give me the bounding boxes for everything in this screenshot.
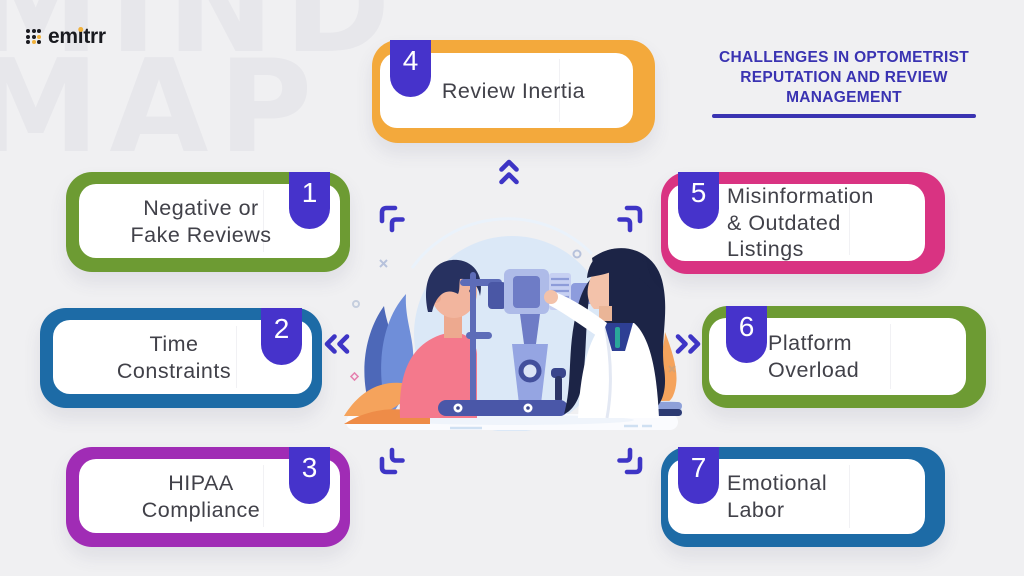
- node-label: Time Constraints: [116, 332, 232, 383]
- node-negative-or-fake-reviews: 1 Negative or Fake Reviews: [66, 172, 350, 272]
- node-label: Platform Overload: [768, 331, 860, 382]
- chevron-right-icon: [675, 329, 701, 359]
- node-number: 3: [301, 452, 318, 483]
- node-number-badge: 2: [261, 308, 302, 365]
- emitrr-logo-icon: [26, 29, 41, 44]
- node-number-badge: 1: [289, 172, 330, 229]
- node-number-badge: 7: [678, 447, 719, 504]
- node-emotional-labor: 7 Emotional Labor: [661, 447, 945, 547]
- title-line2: REPUTATION AND REVIEW: [740, 68, 948, 86]
- node-number: 1: [301, 177, 318, 208]
- node-number-badge: 6: [726, 306, 767, 363]
- node-label: Misinformation & Outdated Listings: [727, 184, 874, 262]
- logo-i-dot: [77, 26, 84, 32]
- node-number: 4: [402, 45, 419, 76]
- node-label: Emotional Labor: [727, 471, 828, 522]
- node-number: 5: [690, 177, 707, 208]
- node-label: Review Inertia: [441, 79, 586, 104]
- corner-arrow-down-right-icon: [614, 446, 644, 476]
- node-time-constraints: 2 Time Constraints: [40, 308, 322, 408]
- optometrist-illustration: [342, 216, 682, 436]
- mindmap-watermark: MIND MAP: [0, 0, 400, 182]
- node-label: HIPAA Compliance: [141, 471, 261, 522]
- corner-arrow-down-left-icon: [378, 446, 408, 476]
- watermark-line2: MAP: [0, 32, 323, 182]
- node-label: Negative or Fake Reviews: [130, 196, 272, 247]
- node-number: 2: [273, 313, 290, 344]
- node-number: 7: [690, 452, 707, 483]
- title-line3: MANAGEMENT: [786, 88, 902, 106]
- node-platform-overload: 6 Platform Overload: [702, 306, 986, 408]
- node-misinformation-outdated-listings: 5 Misinformation & Outdated Listings: [661, 172, 945, 274]
- corner-arrow-up-left-icon: [378, 204, 408, 234]
- node-number: 6: [738, 311, 755, 342]
- page-title: CHALLENGES IN OPTOMETRIST REPUTATION AND…: [698, 48, 990, 118]
- chevron-up-icon: [497, 157, 521, 187]
- corner-arrow-up-right-icon: [614, 204, 644, 234]
- chevron-left-icon: [324, 329, 350, 359]
- title-line1: CHALLENGES IN OPTOMETRIST: [718, 49, 970, 66]
- title-underline: [712, 114, 976, 118]
- node-review-inertia: 4 Review Inertia: [372, 40, 655, 143]
- node-hipaa-compliance: 3 HIPAA Compliance: [66, 447, 350, 547]
- node-number-badge: 4: [390, 40, 431, 97]
- node-number-badge: 5: [678, 172, 719, 229]
- node-number-badge: 3: [289, 447, 330, 504]
